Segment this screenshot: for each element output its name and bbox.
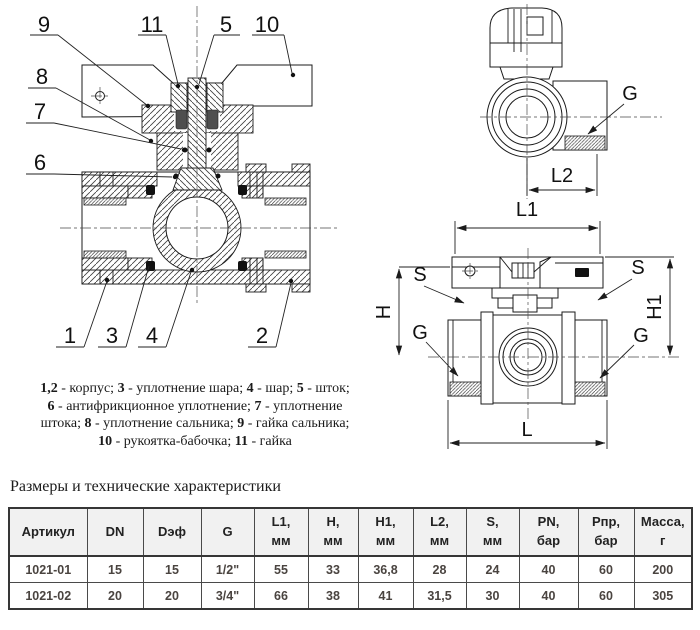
legend-line: 1,2 - корпус; 3 - уплотнение шара; 4 - ш… [40, 381, 350, 396]
cell: 1021-02 [8, 582, 88, 610]
cell: 60 [577, 582, 635, 610]
flange-right [561, 311, 576, 405]
column-header: L1,мм [253, 507, 309, 557]
callout-7: 7 [34, 99, 46, 124]
cell: 24 [465, 555, 520, 583]
legend-line: 10 - рукоятка-бабочка; 11 - гайка [98, 433, 292, 449]
legend: 1,2 - корпус; 3 - уплотнение шара; 4 - ш… [22, 380, 368, 450]
union-nut [245, 163, 267, 173]
column-header: H1,мм [357, 507, 414, 557]
cell: 1/2" [200, 555, 255, 583]
section-view: 9 11 5 10 8 7 6 1 3 4 2 [26, 6, 338, 348]
l-dim-label: L [521, 419, 532, 441]
callout-2: 2 [256, 323, 268, 348]
cell: 66 [253, 582, 309, 610]
flange-left [480, 311, 494, 405]
pipe-thread-left [449, 381, 482, 397]
stem-base [172, 167, 223, 191]
column-header: H,мм [307, 507, 359, 557]
cell: 55 [253, 555, 309, 583]
logo-mark [575, 268, 589, 277]
cell: 38 [307, 582, 359, 610]
cell: 20 [142, 582, 202, 610]
callout-5: 5 [220, 12, 232, 37]
callout-3: 3 [106, 323, 118, 348]
column-header: Артикул [8, 507, 88, 557]
cell: 28 [412, 555, 467, 583]
callout-6: 6 [34, 150, 46, 175]
l2-dim-label: L2 [551, 165, 573, 187]
callout-8: 8 [36, 64, 48, 89]
top-view: L1 L H H1 S S G G [373, 199, 680, 449]
cell: 15 [86, 555, 144, 583]
cell: 36,8 [357, 555, 414, 583]
column-header: Масса,г [633, 507, 693, 557]
g-left-label: G [412, 322, 428, 344]
section-title: Размеры и технические характеристики [10, 478, 281, 495]
column-header: G [200, 507, 255, 557]
female-thread [83, 197, 127, 206]
callout-9: 9 [38, 12, 50, 37]
column-header: L2,мм [412, 507, 467, 557]
cell: 41 [357, 582, 414, 610]
cell: 20 [86, 582, 144, 610]
s-right-label: S [631, 257, 644, 279]
callout-11: 11 [141, 12, 164, 37]
cell: 60 [577, 555, 635, 583]
column-header: PN,бар [518, 507, 579, 557]
cell: 1021-01 [8, 555, 88, 583]
cell: 15 [142, 555, 202, 583]
h-dim-label: H [373, 305, 395, 319]
g-label: G [622, 83, 638, 105]
cell: 3/4" [200, 582, 255, 610]
end-view: G L2 [480, 4, 662, 199]
legend-line: 6 - антифрикционное уплотнение; 7 - упло… [47, 398, 343, 414]
callout-1: 1 [64, 323, 76, 348]
legend-line: штока; 8 - уплотнение сальника; 9 - гайк… [40, 416, 350, 431]
s-left-label: S [413, 264, 426, 286]
column-header: S,мм [465, 507, 520, 557]
h1-dim-label: H1 [644, 294, 666, 320]
cell: 31,5 [412, 582, 467, 610]
cell: 40 [518, 582, 579, 610]
ball-seat [146, 185, 155, 195]
cell: 33 [307, 555, 359, 583]
column-header: DN [86, 507, 144, 557]
valve-drawings: 9 11 5 10 8 7 6 1 3 4 2 [26, 4, 680, 449]
cell: 40 [518, 555, 579, 583]
callout-4: 4 [146, 323, 158, 348]
column-header: Dэф [142, 507, 202, 557]
cell: 30 [465, 582, 520, 610]
handle-end [489, 7, 563, 68]
stuffing-seal [175, 109, 188, 130]
g-right-label: G [633, 325, 649, 347]
cell: 200 [633, 555, 693, 583]
pipe-thread-right [574, 381, 606, 397]
l1-dim-label: L1 [516, 199, 538, 221]
cell: 305 [633, 582, 693, 610]
handle-top [451, 256, 501, 289]
callout-10: 10 [255, 12, 279, 37]
column-header: Рпр,бар [577, 507, 635, 557]
